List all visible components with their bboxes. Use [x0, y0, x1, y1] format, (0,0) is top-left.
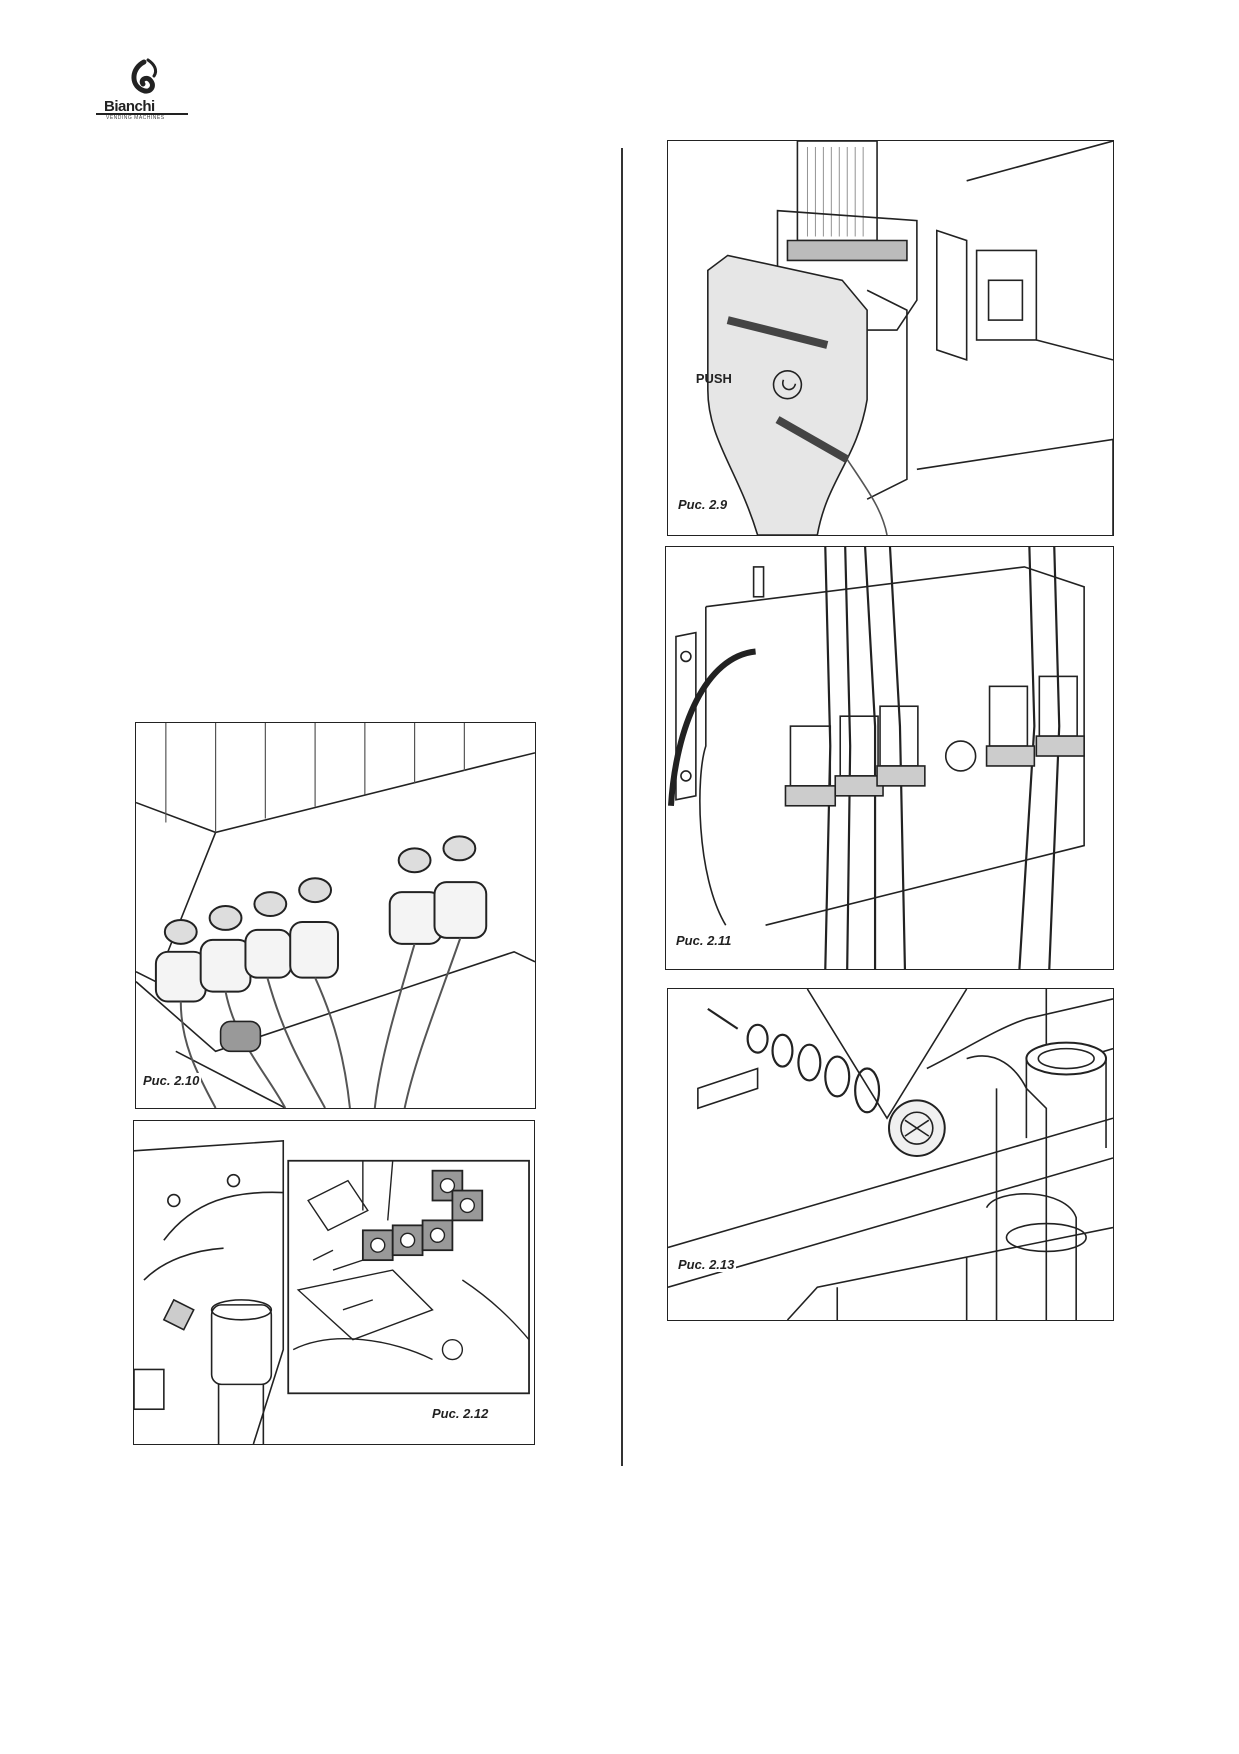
figure-2-10-caption: Рис. 2.10: [141, 1073, 202, 1088]
figure-2-13-illustration: [668, 989, 1113, 1320]
figure-2-10: Рис. 2.10: [135, 722, 536, 1109]
figure-2-12-illustration: [134, 1140, 530, 1444]
figure-2-12-caption: Рис. 2.12: [430, 1406, 491, 1421]
brand-tagline: VENDING MACHINES: [106, 115, 165, 121]
figure-2-12: Рис. 2.12: [133, 1120, 535, 1445]
figure-2-13: Рис. 2.13: [667, 988, 1114, 1321]
figure-2-9-illustration: PUSH: [696, 141, 1113, 535]
brand-name: Bianchi: [104, 98, 155, 115]
figure-2-11-illustration: [667, 547, 1085, 969]
figure-2-11: Рис. 2.11: [665, 546, 1114, 970]
column-divider: [621, 148, 623, 1466]
brand-underline: [96, 113, 188, 115]
figure-2-13-caption: Рис. 2.13: [676, 1257, 737, 1272]
push-label: PUSH: [696, 371, 732, 386]
figure-2-11-caption: Рис. 2.11: [674, 933, 734, 948]
figure-2-9: PUSH Рис. 2.9: [667, 140, 1114, 536]
figure-2-10-illustration: [136, 723, 535, 1108]
figure-2-9-caption: Рис. 2.9: [676, 497, 730, 512]
bianchi-logo: [131, 58, 158, 94]
